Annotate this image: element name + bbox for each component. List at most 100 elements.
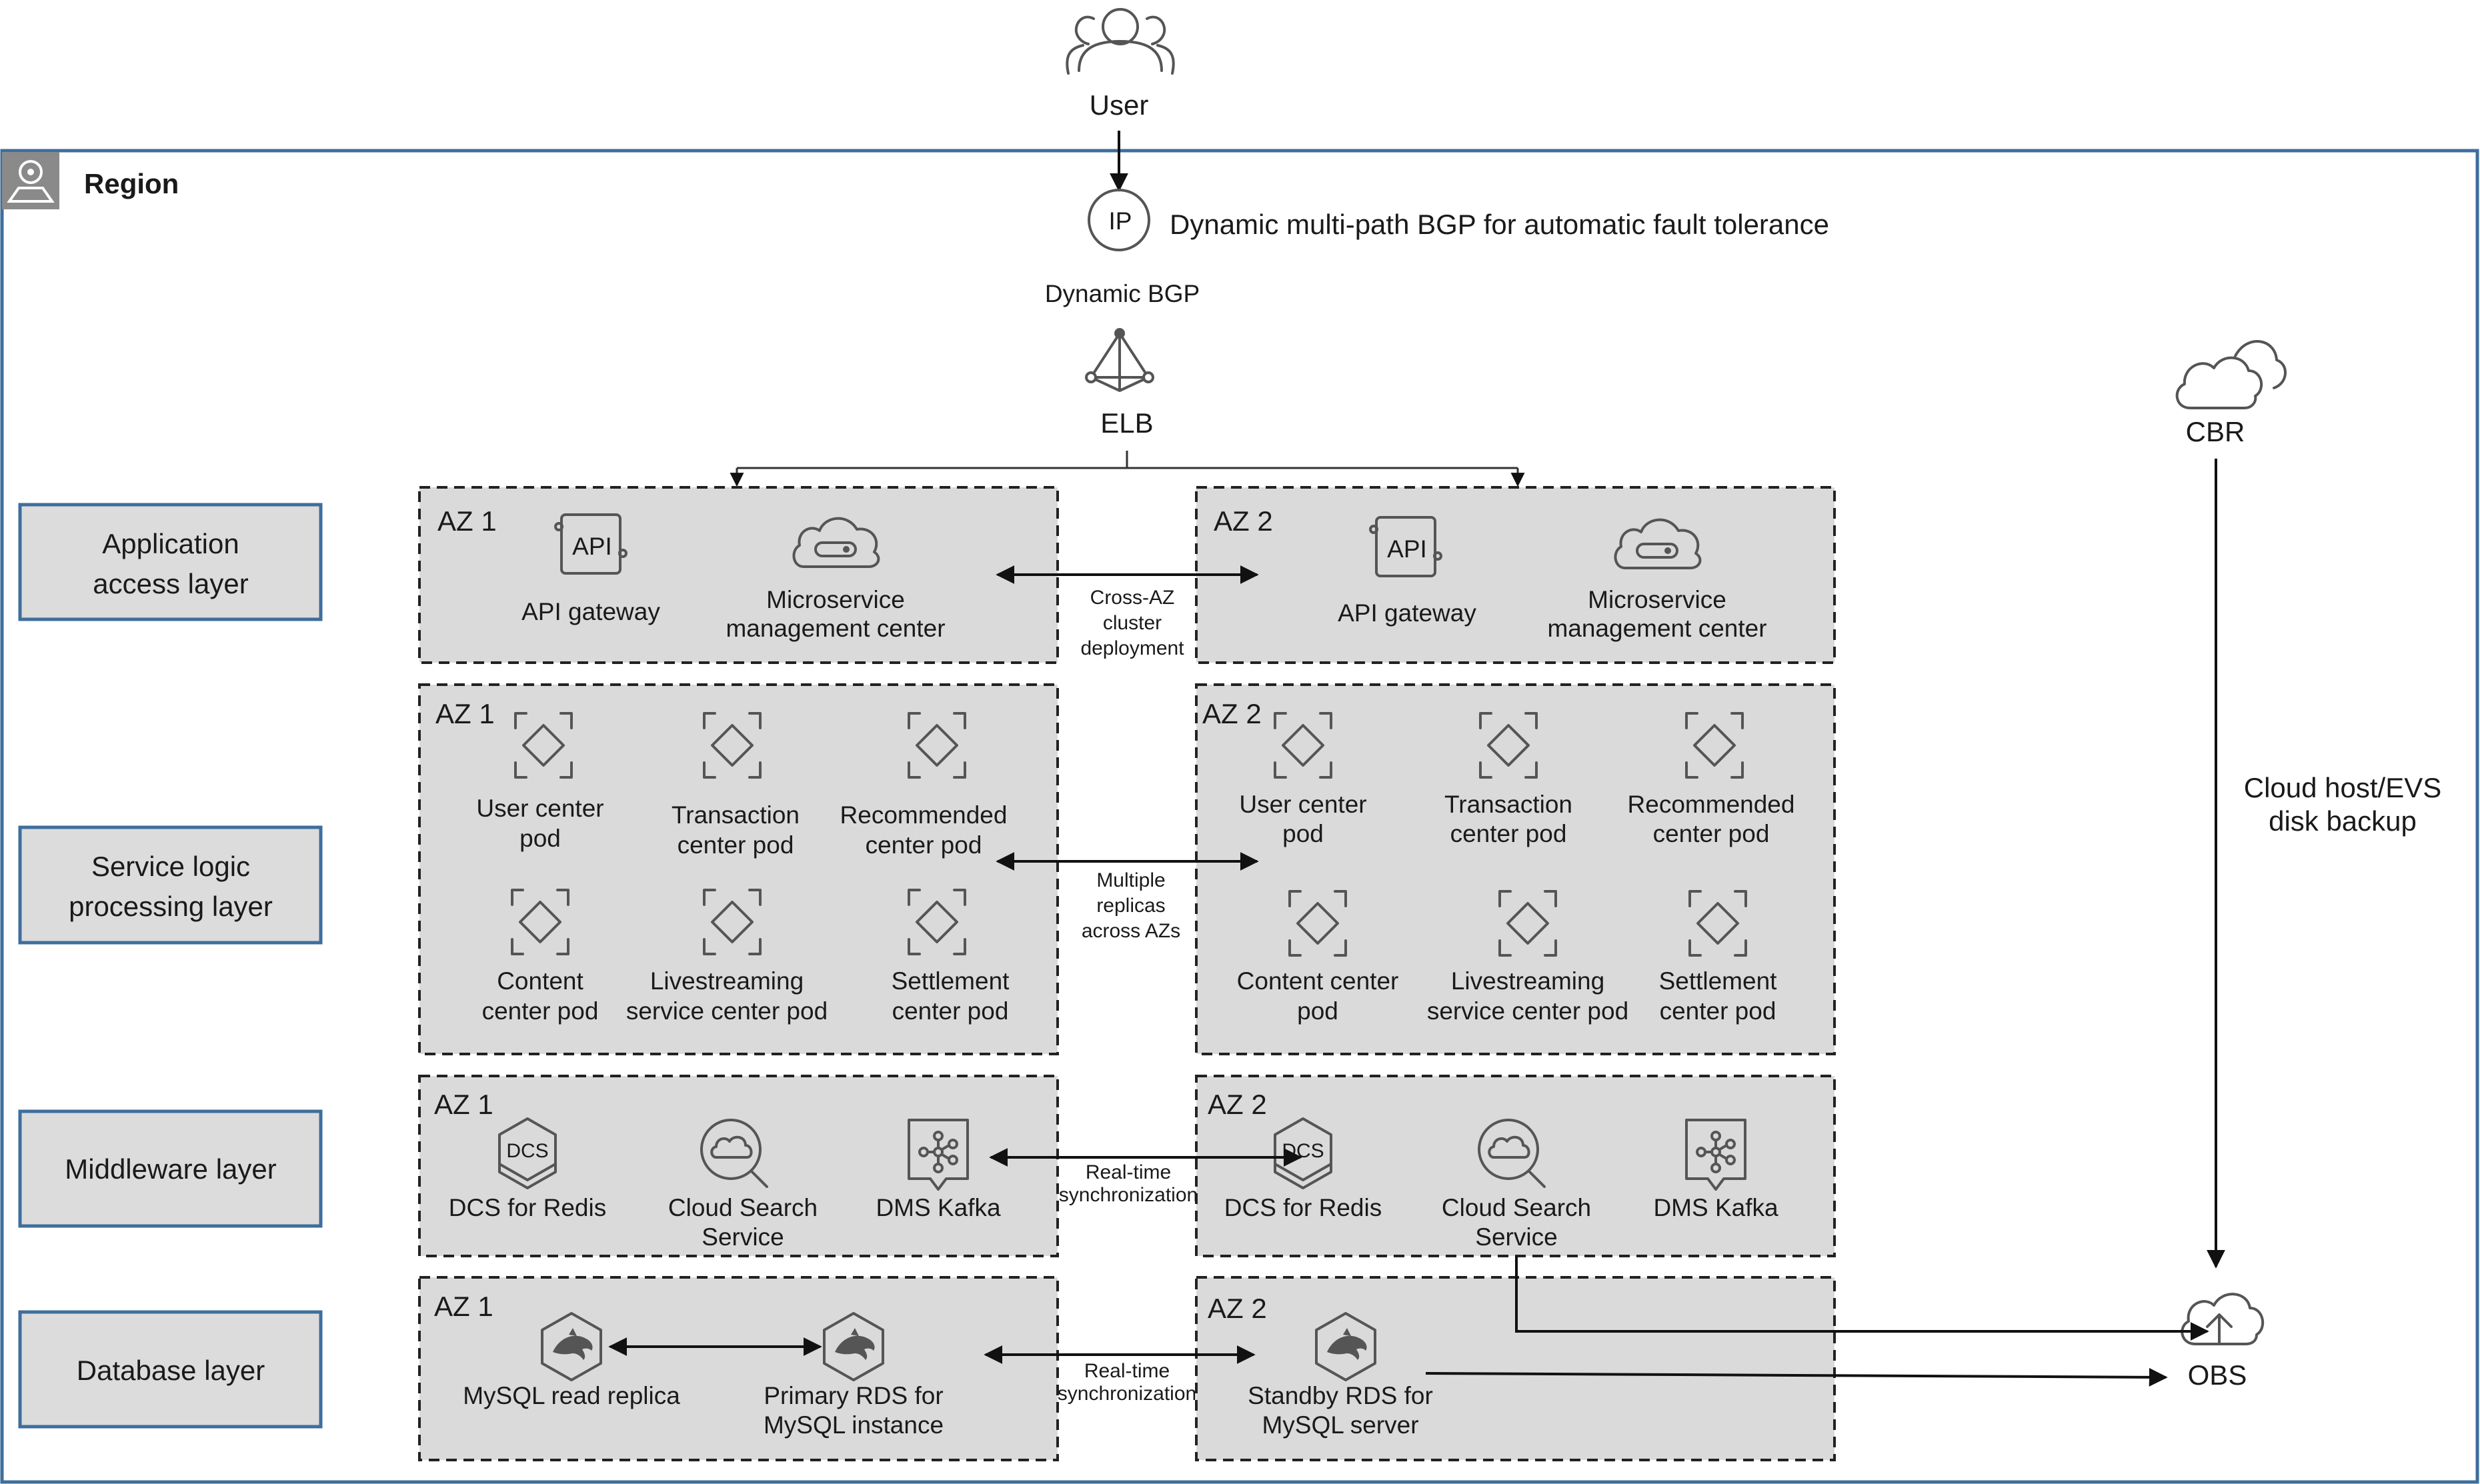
svg-text:Cloud Search: Cloud Search	[668, 1194, 818, 1221]
svg-text:DCS: DCS	[506, 1140, 548, 1162]
svg-text:service center pod: service center pod	[626, 997, 828, 1025]
eip-icon: IP	[1088, 189, 1150, 251]
az2-application: AZ 2 API API gateway Microservice manage…	[1195, 486, 1836, 664]
layer-database: Database layer	[18, 1310, 323, 1429]
svg-text:Cloud Search: Cloud Search	[1442, 1194, 1591, 1221]
svg-text:synchronization: synchronization	[1058, 1383, 1196, 1405]
svg-text:Primary RDS for: Primary RDS for	[764, 1382, 943, 1409]
svg-text:Livestreaming: Livestreaming	[650, 967, 804, 995]
svg-text:replicas: replicas	[1096, 895, 1165, 917]
svg-text:Settlement: Settlement	[892, 967, 1010, 995]
az2-service: AZ 2 User center pod Transaction center …	[1195, 683, 1836, 1055]
svg-text:User center: User center	[1239, 791, 1366, 818]
svg-text:access layer: access layer	[93, 568, 248, 599]
standby-rds-to-obs-arrow	[1425, 1367, 2168, 1387]
svg-text:AZ 1: AZ 1	[434, 1291, 493, 1322]
cbr-backup-label-line2: disk backup	[2269, 805, 2417, 837]
svg-text:center pod: center pod	[1450, 820, 1567, 847]
svg-text:deployment: deployment	[1080, 637, 1184, 659]
svg-text:MySQL server: MySQL server	[1262, 1411, 1418, 1439]
eip-description: Dynamic multi-path BGP for automatic fau…	[1170, 209, 1829, 240]
svg-text:center pod: center pod	[678, 831, 794, 859]
svg-text:pod: pod	[519, 825, 561, 852]
svg-text:Content: Content	[497, 967, 583, 995]
svg-text:Database layer: Database layer	[77, 1355, 265, 1386]
svg-text:Microservice: Microservice	[766, 586, 905, 613]
svg-text:AZ 1: AZ 1	[437, 505, 497, 537]
svg-text:Service logic: Service logic	[91, 851, 250, 882]
api-gateway-label: API gateway	[521, 598, 660, 625]
region-title: Region	[84, 168, 179, 199]
az1-service: AZ 1 User center pod Transaction center …	[418, 683, 1059, 1055]
svg-text:management center: management center	[726, 615, 945, 642]
svg-text:Middleware layer: Middleware layer	[65, 1153, 276, 1185]
svg-text:Recommended: Recommended	[1628, 791, 1795, 818]
region-border	[0, 149, 2479, 1484]
svg-text:AZ 1: AZ 1	[434, 1089, 493, 1120]
svg-text:DCS for Redis: DCS for Redis	[449, 1194, 606, 1221]
layer-application: Application access layer	[18, 503, 323, 621]
svg-text:Transaction: Transaction	[1444, 791, 1572, 818]
user-label: User	[1090, 89, 1149, 121]
svg-text:User center: User center	[476, 795, 603, 822]
svg-text:AZ 2: AZ 2	[1208, 1089, 1267, 1120]
middleware-sync-label: Real-time synchronization	[1059, 1161, 1198, 1206]
svg-text:center pod: center pod	[482, 997, 599, 1025]
svg-text:processing layer: processing layer	[69, 891, 273, 922]
svg-text:center pod: center pod	[1653, 820, 1770, 847]
obs-icon	[2181, 1293, 2264, 1345]
az1-database: AZ 1 MySQL read replica Primary RDS for …	[418, 1276, 1059, 1461]
svg-text:pod: pod	[1282, 820, 1324, 847]
layer-service: Service logic processing layer	[18, 825, 323, 945]
svg-text:Recommended: Recommended	[840, 801, 1008, 829]
svg-text:AZ 1: AZ 1	[435, 698, 495, 729]
svg-text:Cross-AZ: Cross-AZ	[1090, 587, 1175, 609]
svg-text:service center pod: service center pod	[1427, 997, 1628, 1025]
svg-text:Livestreaming: Livestreaming	[1451, 967, 1604, 995]
az2-middleware: AZ 2 DCS DCS for Redis Cloud Search Serv…	[1195, 1075, 1836, 1257]
api-gateway-label: API gateway	[1338, 599, 1476, 627]
svg-text:API: API	[572, 533, 612, 560]
svg-text:Real-time: Real-time	[1086, 1161, 1171, 1183]
svg-text:AZ 2: AZ 2	[1202, 698, 1262, 729]
svg-text:AZ 2: AZ 2	[1214, 505, 1273, 537]
svg-text:synchronization: synchronization	[1059, 1184, 1198, 1206]
layer-middleware: Middleware layer	[18, 1109, 323, 1228]
svg-text:Microservice: Microservice	[1588, 586, 1726, 613]
svg-text:Service: Service	[702, 1223, 784, 1251]
svg-text:cluster: cluster	[1103, 612, 1162, 634]
user-icon	[1066, 8, 1175, 75]
az1-middleware: AZ 1 DCS DCS for Redis Cloud Search Serv…	[418, 1075, 1059, 1257]
svg-text:center pod: center pod	[1660, 997, 1776, 1025]
svg-text:management center: management center	[1547, 615, 1766, 642]
svg-text:Content center: Content center	[1237, 967, 1399, 995]
cross-az-label: Cross-AZ cluster deployment	[1080, 587, 1184, 659]
svg-text:DCS: DCS	[1282, 1140, 1324, 1162]
svg-text:pod: pod	[1297, 997, 1338, 1025]
az1-application: AZ 1 API API gateway Microservice manage…	[418, 486, 1059, 664]
obs-label: OBS	[2188, 1359, 2247, 1391]
svg-text:Standby RDS for: Standby RDS for	[1248, 1382, 1433, 1409]
svg-text:MySQL read replica: MySQL read replica	[463, 1382, 680, 1409]
svg-text:MySQL instance: MySQL instance	[764, 1411, 944, 1439]
cbr-icon	[2175, 339, 2287, 409]
svg-text:DMS Kafka: DMS Kafka	[1653, 1194, 1778, 1221]
svg-text:Service: Service	[1475, 1223, 1557, 1251]
region-icon	[2, 152, 59, 209]
svg-text:across AZs: across AZs	[1082, 920, 1180, 942]
svg-text:Real-time: Real-time	[1084, 1360, 1170, 1382]
svg-text:center pod: center pod	[866, 831, 982, 859]
svg-text:API: API	[1387, 535, 1427, 563]
svg-text:Settlement: Settlement	[1659, 967, 1778, 995]
svg-text:center pod: center pod	[892, 997, 1009, 1025]
elb-label: ELB	[1100, 407, 1153, 439]
elb-icon	[1085, 328, 1154, 392]
svg-text:Application: Application	[102, 528, 239, 559]
svg-text:Multiple: Multiple	[1096, 869, 1165, 891]
elb-split-line	[737, 451, 1518, 469]
svg-text:IP: IP	[1109, 207, 1132, 235]
multi-replica-label: Multiple replicas across AZs	[1082, 869, 1180, 942]
dynamic-bgp-label: Dynamic BGP	[1045, 280, 1200, 307]
cbr-backup-label-line1: Cloud host/EVS	[2244, 772, 2442, 803]
